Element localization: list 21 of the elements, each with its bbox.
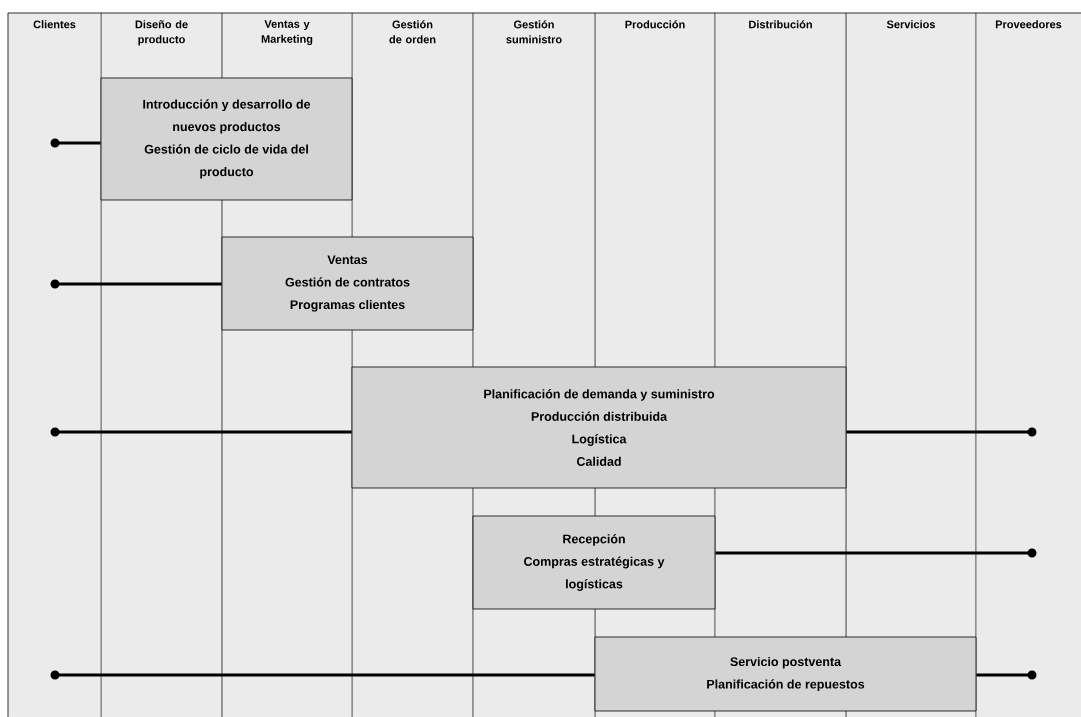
column-header: Diseño de producto (135, 20, 188, 46)
column-header: Ventas y Marketing (261, 20, 313, 46)
process-box: Servicio postventa Planificación de repuestos (594, 636, 977, 712)
column-header: Producción (625, 20, 685, 29)
column-header: Proveedores (995, 20, 1062, 29)
connector-line (55, 282, 222, 286)
column-header: Distribución (749, 20, 812, 29)
column-header: Gestión suministro (506, 20, 562, 44)
connector-line (55, 673, 595, 677)
column-header: Gestión de orden (389, 20, 436, 44)
column-header: Servicios (886, 20, 935, 29)
connector-line (55, 430, 352, 434)
process-box: Recepción Compras estratégicas y logísticas (472, 515, 716, 610)
connector-line (715, 551, 1032, 555)
column-header: Clientes (33, 20, 76, 29)
process-box: Planificación de demanda y suministro Producción distribuida Logística Calidad (351, 366, 847, 489)
connector-line (55, 141, 101, 145)
connector-line (846, 430, 1032, 434)
connector-line (976, 673, 1032, 677)
process-box: Introducción y desarrollo de nuevos productos Gestión de ciclo de vida del producto (100, 77, 353, 201)
process-box: Ventas Gestión de contratos Programas clientes (221, 236, 474, 331)
